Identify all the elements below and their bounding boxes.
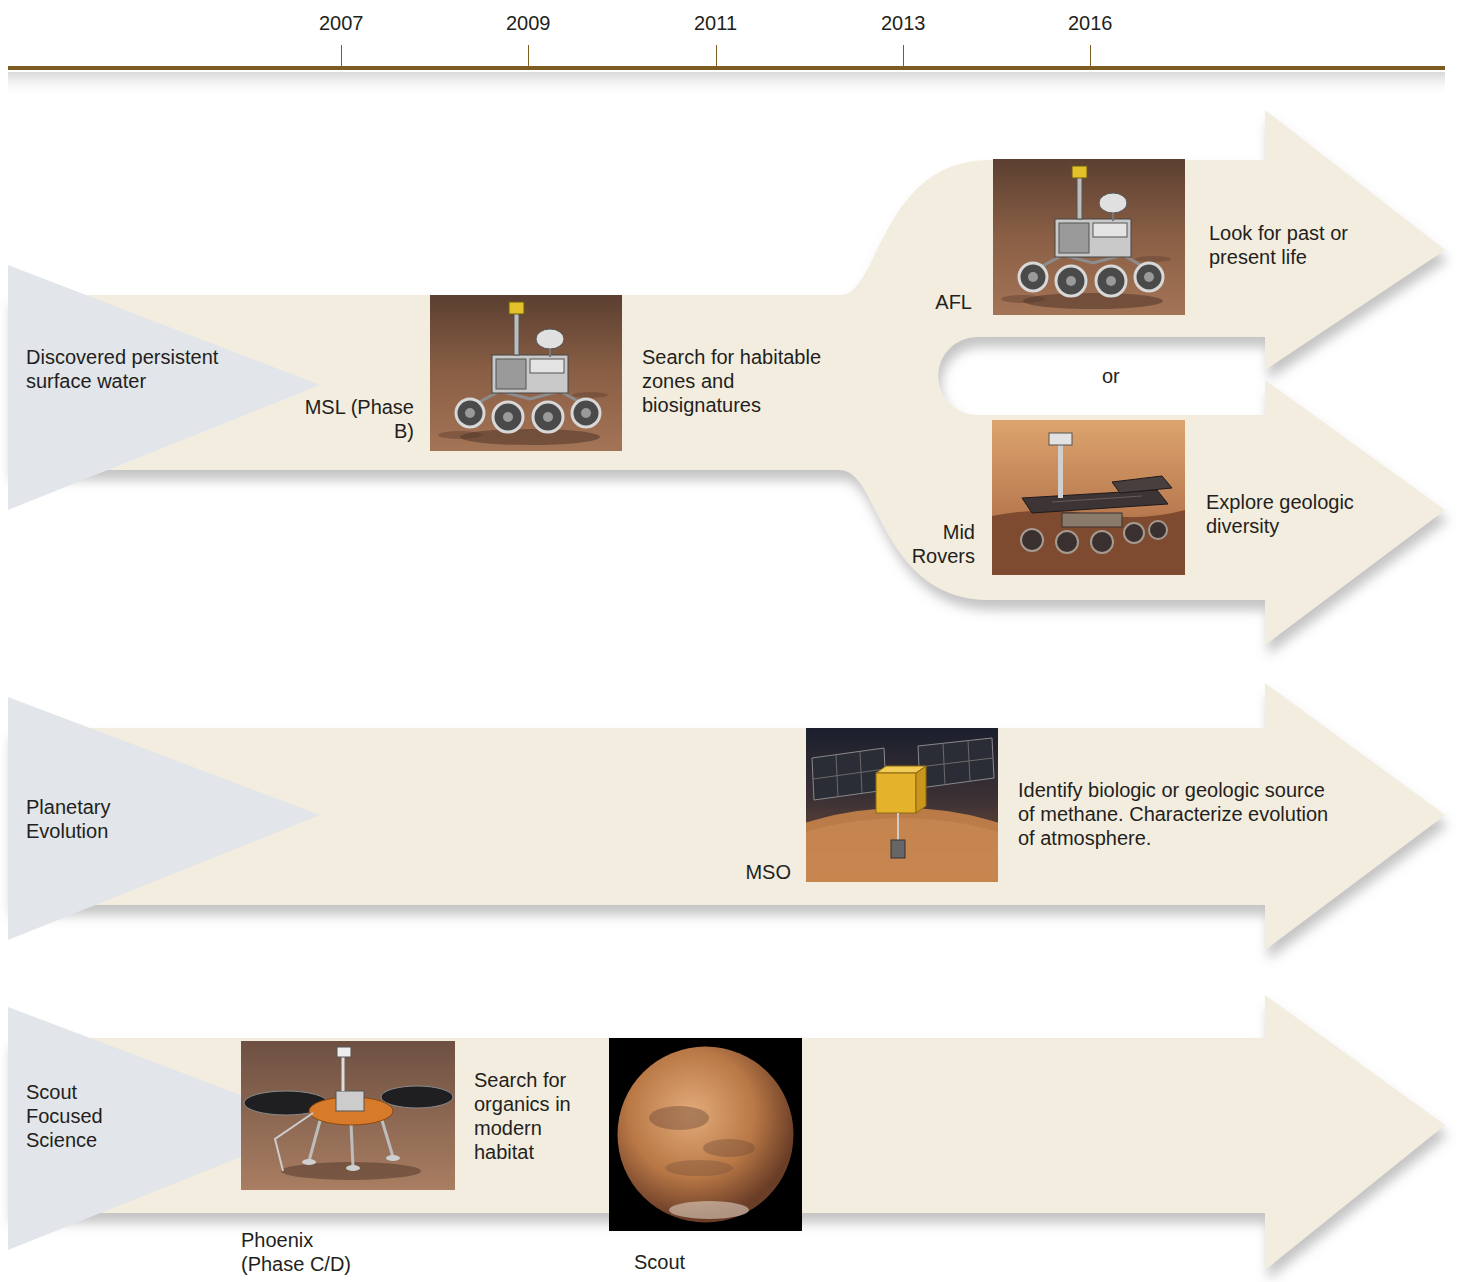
mission-item: MSO Identify biologic or geologic source … [730,728,1350,888]
band-body [8,683,1445,950]
mission-name: MSO [730,860,791,884]
band-body [8,110,1445,645]
mission-item: Mid RoversExplore geologic diversity [900,420,1420,580]
mission-item: AFL Look for past or present life [920,159,1440,319]
band-body [8,995,1445,1270]
year-label: 2007 [319,11,364,35]
mission-item: Phoenix (Phase C/D) Search for organics i… [241,1041,601,1280]
program-band: Planetary EvolutionMSO Identify biologic … [0,680,1460,955]
mission-name: Scout [634,1250,754,1274]
mission-goal: Explore geologic diversity [1206,490,1386,538]
band-label: Scout Focused Science [26,1080,126,1152]
mission-goal: Look for past or present life [1209,221,1389,269]
band-head-triangle [8,697,320,940]
mission-item: Scout [609,1038,802,1278]
branch-or-label: or [1102,364,1120,388]
mission-name: MSL (Phase B) [300,395,414,443]
year-label: 2011 [694,11,737,35]
mission-goal: Search for organics in modern habitat [474,1068,592,1164]
program-band: Discovered persistent surface waterMSL (… [0,105,1460,650]
year-label: 2016 [1068,11,1113,35]
timeline [8,45,1445,98]
year-label: 2009 [506,11,551,35]
mission-name: Phoenix (Phase C/D) [241,1228,371,1276]
program-band: Scout Focused SciencePhoenix (Phase C/D)… [0,990,1460,1282]
mission-name: Mid Rovers [890,520,975,568]
band-head-triangle [8,265,320,510]
mission-item: MSL (Phase B)Search for habitable zones … [320,295,840,460]
band-head-triangle [8,1007,320,1250]
year-label: 2013 [881,11,926,35]
band-arrow [0,990,1460,1282]
band-label: Discovered persistent surface water [26,345,226,393]
mission-goal: Search for habitable zones and biosignat… [642,345,842,417]
mission-name: AFL [920,290,972,314]
mission-goal: Identify biologic or geologic source of … [1018,778,1338,850]
band-label: Planetary Evolution [26,795,136,843]
